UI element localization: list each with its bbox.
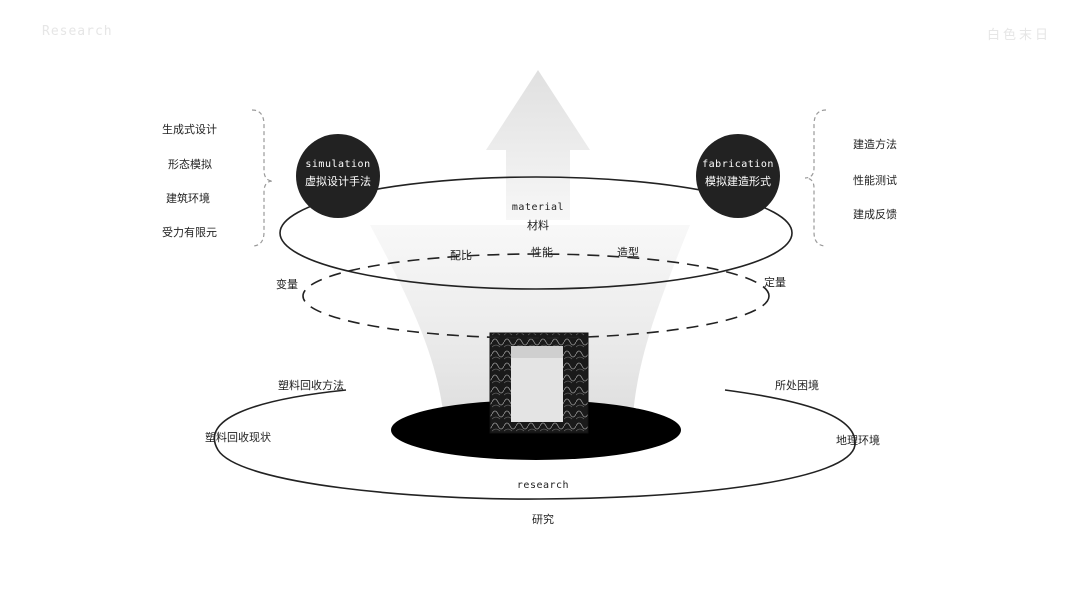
simulation-en: simulation bbox=[305, 159, 371, 170]
right-brace-icon bbox=[804, 109, 827, 247]
left-list-item-1: 生成式设计 bbox=[162, 123, 217, 136]
research-right-lower: 地理环境 bbox=[836, 434, 880, 447]
simulation-circle bbox=[296, 134, 380, 218]
fabrication-en: fabrication bbox=[702, 159, 774, 170]
research-zh: 研究 bbox=[532, 513, 554, 526]
left-list-item-4: 受力有限元 bbox=[162, 226, 217, 239]
material-item-performance: 性能 bbox=[531, 246, 553, 259]
research-left-lower: 塑料回收现状 bbox=[205, 431, 271, 444]
material-item-ratio: 配比 bbox=[450, 249, 472, 262]
material-item-shape: 造型 bbox=[617, 246, 639, 259]
fabrication-label: fabrication 模拟建造形式 bbox=[702, 159, 774, 189]
material-zh: 材料 bbox=[527, 219, 549, 232]
material-ellipse bbox=[279, 176, 793, 290]
header-right-title: 白色末日 bbox=[986, 28, 1051, 43]
fabrication-circle bbox=[696, 134, 780, 218]
simulation-label: simulation 虚拟设计手法 bbox=[305, 159, 371, 189]
variable-left-label: 变量 bbox=[276, 278, 298, 291]
right-list-item-1: 建造方法 bbox=[853, 138, 897, 151]
up-arrow-icon bbox=[486, 70, 590, 220]
header-left-title: Research bbox=[42, 24, 113, 39]
research-left-upper: 塑料回收方法 bbox=[278, 379, 344, 392]
right-list-item-2: 性能测试 bbox=[853, 174, 897, 187]
research-ellipse bbox=[213, 389, 856, 500]
research-en: research bbox=[516, 480, 570, 491]
left-list-item-2: 形态模拟 bbox=[168, 158, 212, 171]
right-list-item-3: 建成反馈 bbox=[853, 208, 897, 221]
left-brace-icon bbox=[251, 109, 274, 247]
funnel-shape bbox=[370, 225, 690, 430]
fabrication-zh: 模拟建造形式 bbox=[704, 175, 771, 188]
plastic-texture-image bbox=[489, 332, 589, 434]
research-right-upper: 所处困境 bbox=[775, 379, 819, 392]
material-en: material bbox=[511, 202, 565, 213]
left-list-item-3: 建筑环境 bbox=[166, 192, 210, 205]
simulation-zh: 虚拟设计手法 bbox=[305, 175, 371, 188]
variable-right-label: 定量 bbox=[764, 276, 786, 289]
variable-ellipse bbox=[302, 253, 770, 339]
